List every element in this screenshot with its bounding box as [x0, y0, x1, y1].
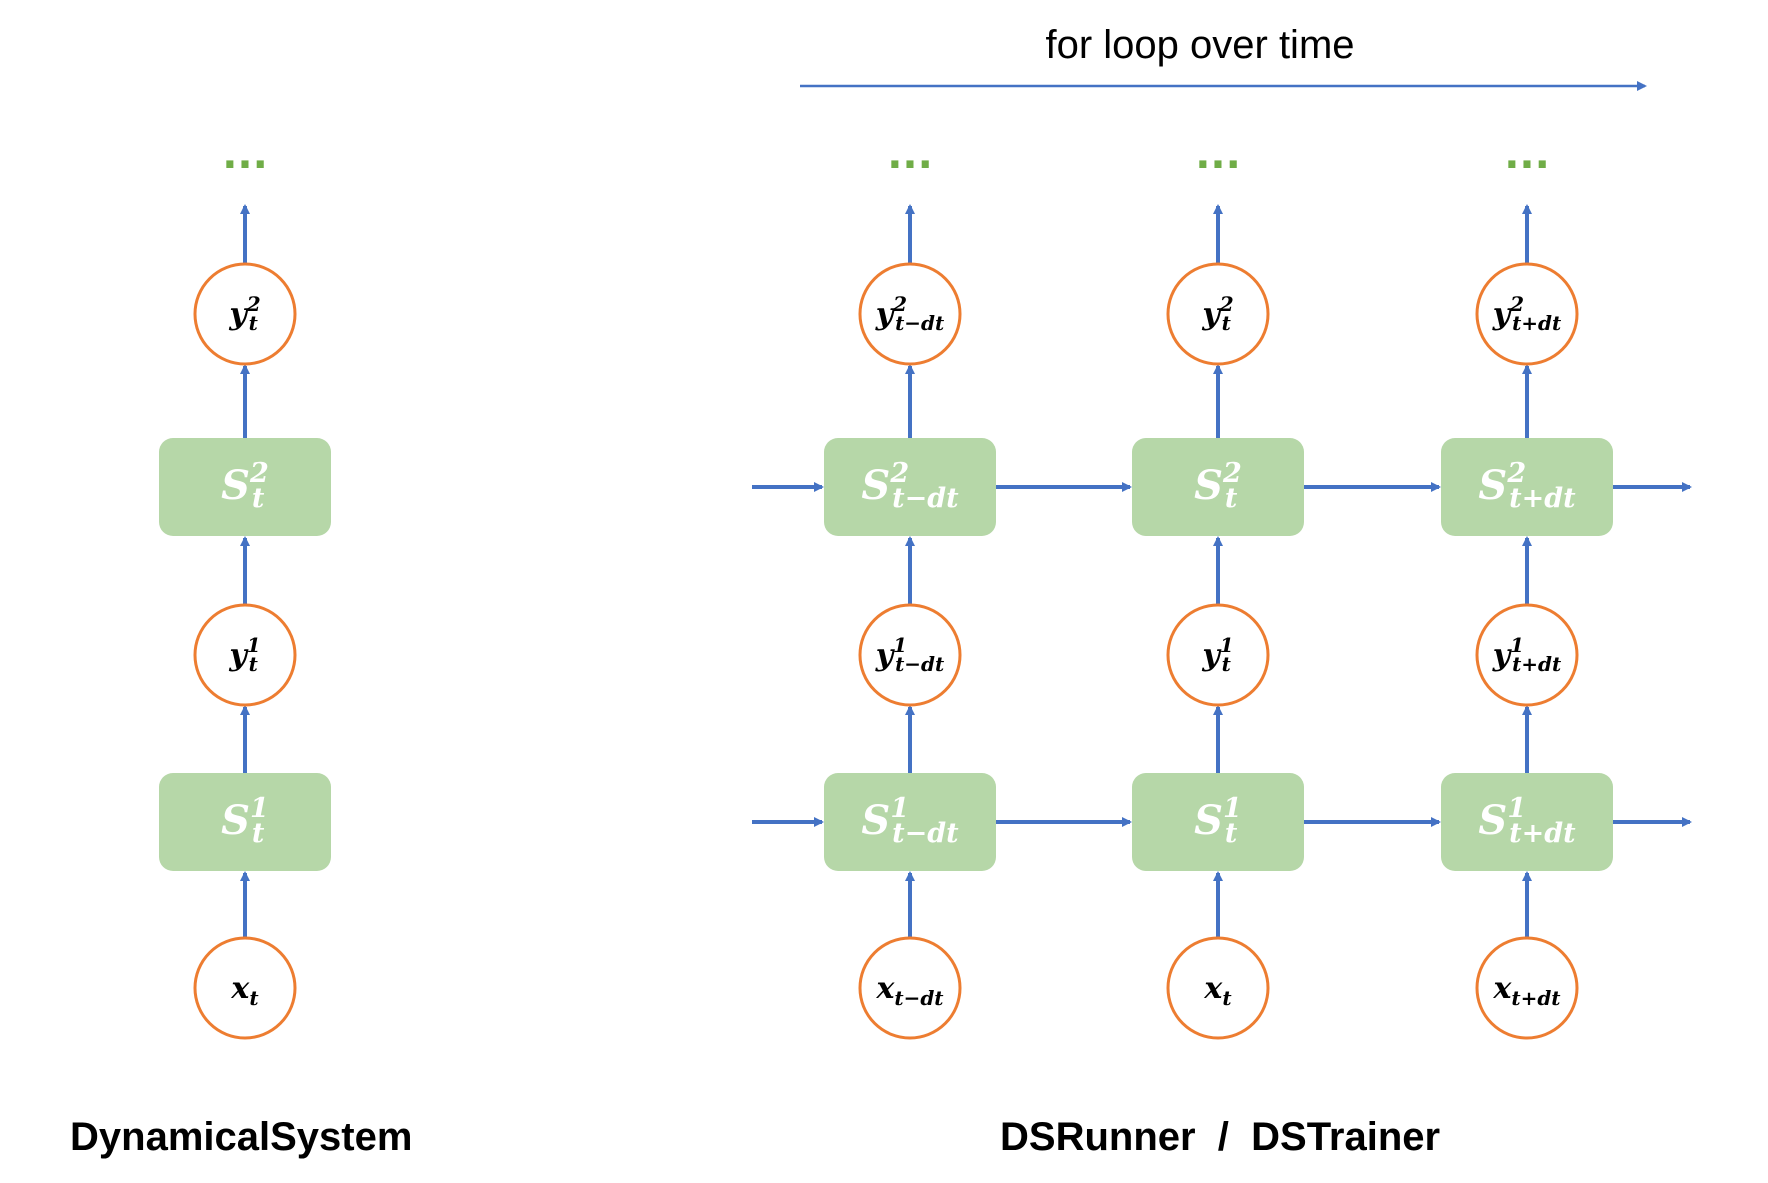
col-next-x-node [1475, 936, 1579, 1040]
col-single-ellipsis: ... [222, 132, 268, 178]
col-prev-s2-box [824, 438, 996, 536]
col-curr-ellipsis: ... [1195, 132, 1241, 178]
col-next-y2-node [1475, 262, 1579, 366]
col-single-s2-box [159, 438, 331, 536]
col-curr-s1-box [1132, 773, 1304, 871]
caption-dynamical-system: DynamicalSystem [70, 1115, 412, 1159]
col-single-x-node [193, 936, 297, 1040]
col-next-y1-node [1475, 603, 1579, 707]
col-prev-y1-node [858, 603, 962, 707]
for-loop-label: for loop over time [1045, 23, 1354, 67]
col-single-x-label: xt [230, 971, 259, 1010]
col-prev-x-node [858, 936, 962, 1040]
col-single-y1-node [193, 603, 297, 707]
col-next-x-label: xt+dt [1492, 971, 1561, 1010]
col-single-y2-node [193, 262, 297, 366]
col-prev-ellipsis: ... [887, 132, 933, 178]
col-curr-s2-box [1132, 438, 1304, 536]
col-prev-s1-box [824, 773, 996, 871]
col-next-ellipsis: ... [1504, 132, 1550, 178]
col-curr-y1-node [1166, 603, 1270, 707]
col-single-s1-box [159, 773, 331, 871]
col-next-s2-box [1441, 438, 1613, 536]
col-next-s1-box [1441, 773, 1613, 871]
col-curr-y2-node [1166, 262, 1270, 366]
col-prev-y2-node [858, 262, 962, 366]
caption-dsrunner-dstrainer: DSRunner / DSTrainer [1000, 1115, 1440, 1159]
col-curr-x-label: xt [1203, 971, 1232, 1010]
col-curr-x-node [1166, 936, 1270, 1040]
col-prev-x-label: xt−dt [875, 971, 944, 1010]
